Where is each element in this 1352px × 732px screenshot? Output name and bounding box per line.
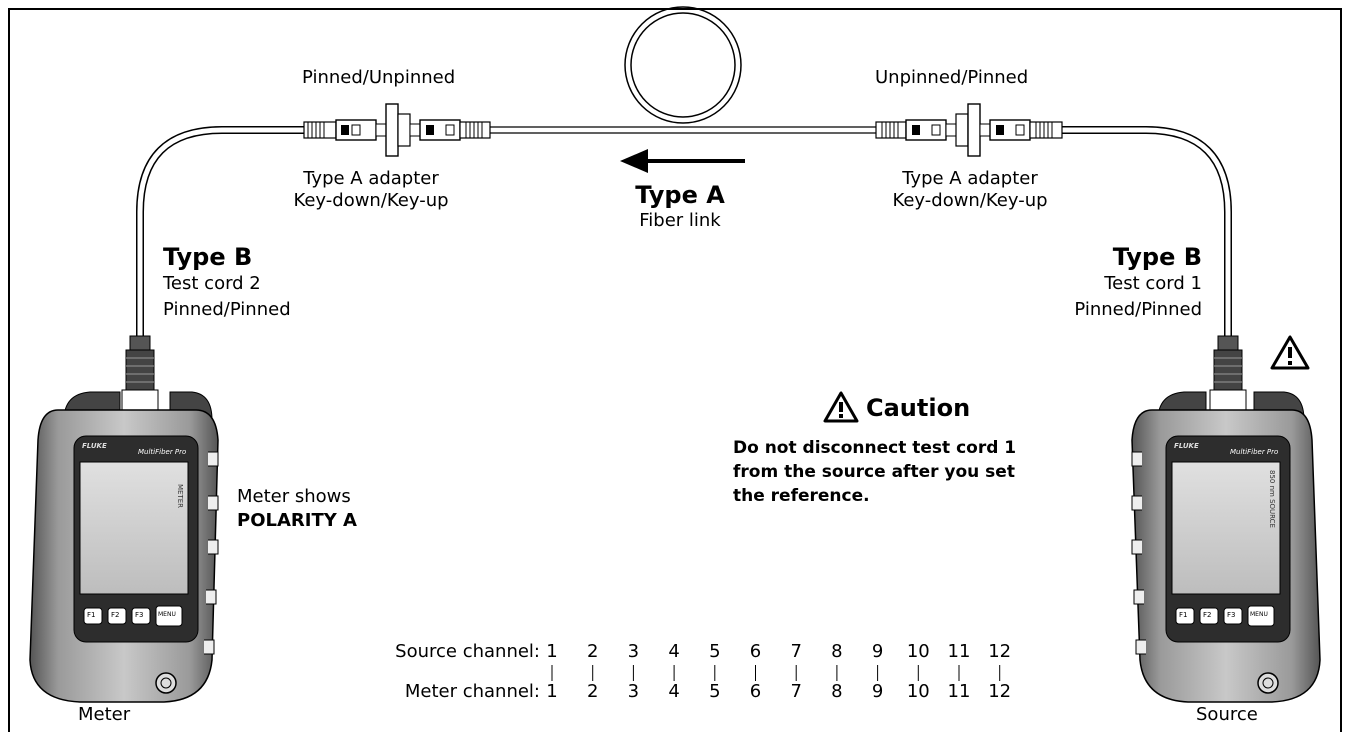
right-cord-pinning: Pinned/Pinned	[1074, 299, 1202, 320]
channel-ticks	[551, 665, 1001, 681]
right-cord-name: Test cord 1	[1104, 273, 1202, 294]
left-adapter-type: Type A adapter	[303, 168, 439, 189]
meter-polarity-value: POLARITY A	[237, 510, 357, 531]
source-channel-1: 1	[546, 641, 558, 662]
meter-f2-button: F2	[111, 611, 120, 619]
source-brand: FLUKE	[1174, 442, 1199, 450]
meter-channel-6: 6	[749, 681, 762, 702]
meter-channel-11: 11	[947, 681, 971, 702]
source-device	[1131, 335, 1321, 703]
source-f2-button: F2	[1203, 611, 1212, 619]
left-cord-type: Type B	[163, 243, 253, 271]
left-adapter-keying: Key-down/Key-up	[293, 190, 449, 211]
source-channel-8: 8	[831, 641, 843, 662]
source-f3-button: F3	[1227, 611, 1236, 619]
caution-text: Do not disconnect test cord 1 from the s…	[733, 438, 1017, 506]
meter-f1-button: F1	[87, 611, 96, 619]
diagram-frame	[8, 8, 1342, 732]
source-channel-4: 4	[668, 641, 680, 662]
source-channel-2: 2	[586, 641, 599, 662]
meter-channel-3: 3	[627, 681, 640, 702]
meter-model: MultiFiber Pro	[138, 448, 187, 456]
source-screen-label: 850 nm SOURCE	[1268, 470, 1276, 528]
source-channel-10: 10	[906, 641, 930, 662]
meter-channel-9: 9	[871, 681, 884, 702]
meter-channel-10: 10	[906, 681, 930, 702]
meter-device-label: Meter	[78, 704, 131, 725]
meter-channel-12: 12	[988, 681, 1012, 702]
meter-channel-1: 1	[546, 681, 558, 702]
source-channel-5: 5	[709, 641, 721, 662]
link-name: Fiber link	[639, 210, 721, 231]
meter-channel-4: 4	[668, 681, 680, 702]
caution-title: Caution	[866, 394, 971, 422]
source-device-label: Source	[1196, 704, 1258, 725]
meter-shows-label: Meter shows	[237, 486, 351, 507]
meter-channel-2: 2	[586, 681, 599, 702]
left-cord-pinning: Pinned/Pinned	[163, 299, 291, 320]
source-channel-3: 3	[627, 641, 640, 662]
fiber-link-cable	[490, 126, 876, 134]
link-type: Type A	[635, 181, 725, 209]
right-cord-type: Type B	[1112, 243, 1202, 271]
source-channel-9: 9	[871, 641, 884, 662]
warning-icon	[1270, 335, 1310, 370]
caution-warning-icon	[823, 391, 859, 423]
meter-channel-5: 5	[709, 681, 721, 702]
right-adapter-type: Type A adapter	[902, 168, 1038, 189]
direction-arrow	[620, 149, 745, 173]
meter-screen-label: METER	[176, 484, 184, 509]
right-connector-pinning: Unpinned/Pinned	[875, 67, 1029, 88]
meter-device	[29, 335, 219, 703]
source-channel-label: Source channel:	[395, 641, 540, 662]
left-cord-name: Test cord 2	[163, 273, 261, 294]
source-channel-12: 12	[988, 641, 1012, 662]
source-channel-11: 11	[947, 641, 971, 662]
source-channel-7: 7	[790, 641, 802, 662]
meter-menu-button: MENU	[158, 611, 176, 618]
fiber-link-loop	[624, 6, 742, 124]
right-adapter-keying: Key-down/Key-up	[892, 190, 1048, 211]
source-channel-6: 6	[749, 641, 762, 662]
meter-channel-8: 8	[831, 681, 843, 702]
source-model: MultiFiber Pro	[1230, 448, 1279, 456]
source-menu-button: MENU	[1250, 611, 1268, 618]
meter-brand: FLUKE	[82, 442, 107, 450]
source-f1-button: F1	[1179, 611, 1188, 619]
left-adapter-assembly	[303, 103, 491, 157]
right-adapter-assembly	[875, 103, 1063, 157]
meter-channel-7: 7	[790, 681, 802, 702]
meter-f3-button: F3	[135, 611, 144, 619]
meter-channel-label: Meter channel:	[404, 681, 540, 702]
left-connector-pinning: Pinned/Unpinned	[302, 67, 456, 88]
